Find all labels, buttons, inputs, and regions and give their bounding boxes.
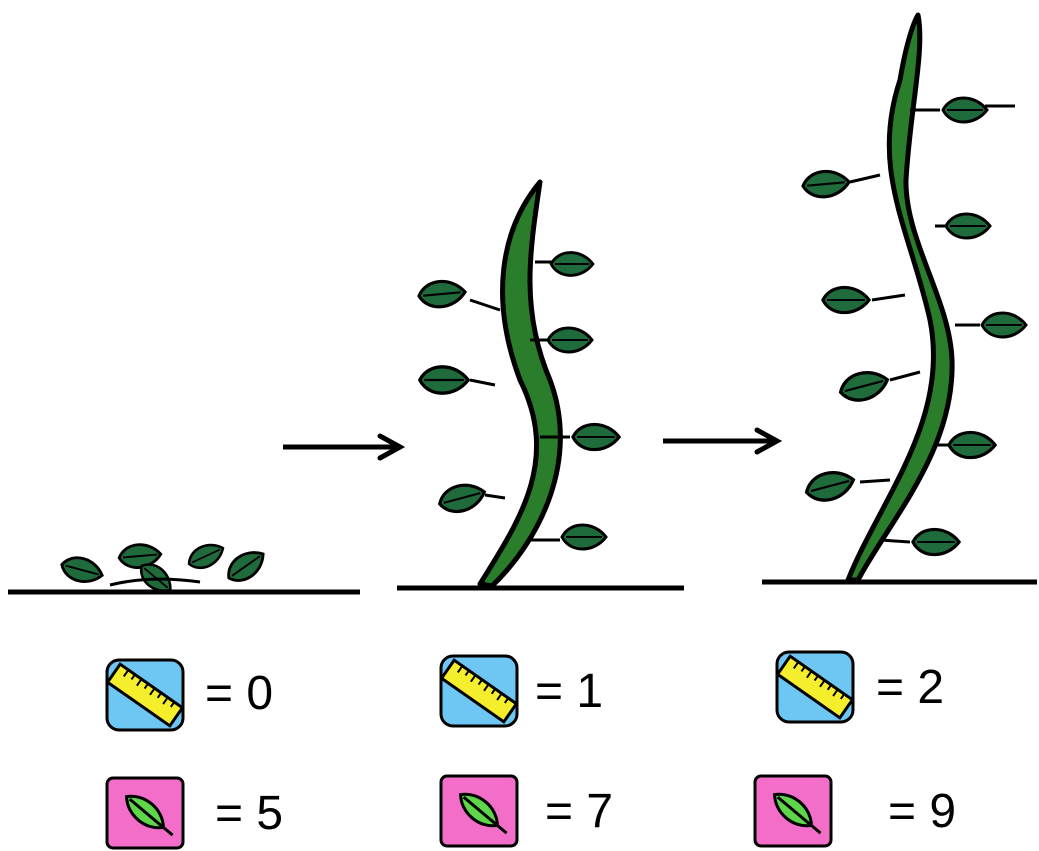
stage-3-plant [762,12,1037,585]
right-arrow-icon [283,433,406,461]
stage-1-height-label: = 0 [205,667,274,720]
stage-2-height-label: = 1 [535,665,604,718]
stage-3-leaves-label: = 9 [888,785,957,838]
seedling-leaves [57,537,272,600]
ruler-icon [105,658,185,732]
stage-2-leaves-label: = 7 [545,785,614,838]
stage-1-leaves-label: = 5 [215,787,284,840]
stage-1-plant [8,537,360,600]
ruler-icon [775,650,855,724]
plant-leaves [800,96,1028,557]
leaf-icon [753,774,833,848]
stage-2-plant [397,179,684,591]
plant-stem [477,179,563,589]
plant-stem [845,12,955,583]
ruler-icon [439,654,519,728]
leaf-icon [439,774,519,848]
right-arrow-icon [663,427,783,455]
leaf-icon [105,776,185,850]
plant-leaves [416,251,621,551]
stage-3-height-label: = 2 [876,661,945,714]
